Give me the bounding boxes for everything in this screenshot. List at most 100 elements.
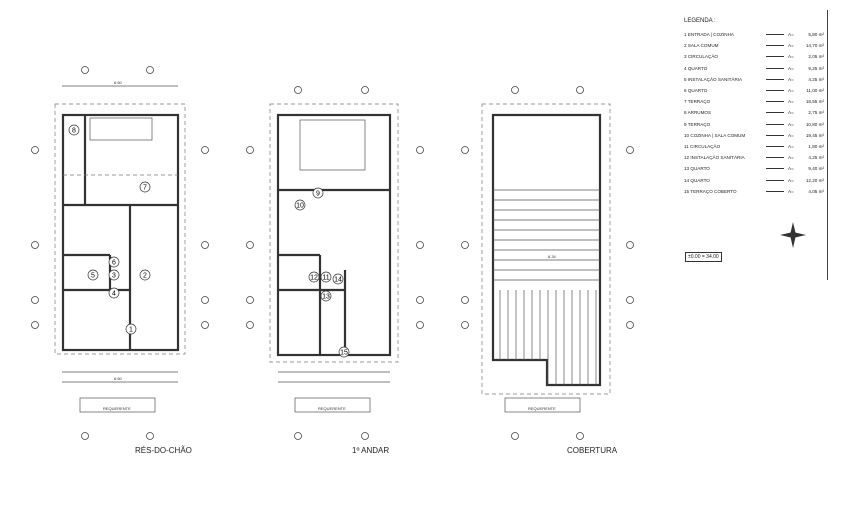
section-marker-icon: [626, 146, 634, 154]
legend-item-label: 8 ARRUMOS: [684, 110, 712, 116]
area-prefix: A=: [788, 177, 794, 183]
roof-width-dim: 6.34: [548, 254, 557, 259]
ground-requerente: REQUERENTE: [103, 406, 131, 411]
room-number: 15: [340, 350, 348, 357]
section-marker-icon: [246, 241, 254, 249]
section-marker-icon: [511, 86, 519, 94]
legend-item-area: 9,25 m²: [808, 65, 824, 71]
section-marker-icon: [246, 296, 254, 304]
legend-item-label: 9 TERRAÇO: [684, 121, 711, 127]
leader-line: [766, 157, 784, 159]
legend-item-area: 10,80 m²: [805, 121, 824, 127]
room-number-circle: [68, 124, 80, 136]
room-number: 6: [112, 260, 116, 267]
room-number: 5: [91, 273, 95, 280]
section-marker-icon: [31, 296, 39, 304]
leader-line: [766, 78, 784, 80]
room-number: 7: [143, 185, 147, 192]
section-marker-icon: [201, 321, 209, 329]
leader-line: [766, 56, 784, 58]
leader-line: [766, 145, 784, 147]
room-number: 3: [112, 273, 116, 280]
room-number: 2: [143, 273, 147, 280]
section-marker-icon: [201, 146, 209, 154]
room-number: 8: [72, 128, 76, 135]
section-marker-icon: [81, 66, 89, 74]
legend-item-label: 7 TERRAÇO: [684, 99, 711, 105]
area-prefix: A=: [788, 110, 794, 116]
roof-requerente: REQUERENTE: [528, 406, 556, 411]
legend-item-label: 5 INSTALAÇÃO SANITÁRIA: [684, 76, 743, 82]
section-marker-icon: [201, 296, 209, 304]
legend-title: LEGENDA :: [684, 18, 716, 24]
area-prefix: A=: [788, 43, 794, 49]
section-marker-icon: [576, 432, 584, 440]
room-number-circle: [139, 181, 151, 193]
legend-item-label: 2 SALA COMUM: [684, 43, 719, 49]
room-number: 1: [129, 327, 133, 334]
legend-item-label: 1 ENTRADA | COZINHA: [684, 32, 734, 38]
section-marker-icon: [294, 86, 302, 94]
legend-item-area: 9,40 m²: [808, 166, 824, 172]
section-marker-icon: [416, 146, 424, 154]
section-marker-icon: [416, 241, 424, 249]
leader-line: [766, 45, 784, 47]
leader-line: [766, 90, 784, 92]
room-number: 10: [296, 203, 304, 210]
section-marker-icon: [626, 321, 634, 329]
area-prefix: A=: [788, 143, 794, 149]
scale-note: ±0.00 = 34.00: [685, 252, 722, 262]
section-marker-icon: [576, 86, 584, 94]
section-marker-icon: [461, 321, 469, 329]
legend-item: 13 QUARTO A= 9,40 m²: [684, 163, 824, 174]
area-prefix: A=: [788, 88, 794, 94]
room-number: 12: [310, 275, 318, 282]
legend-item-label: 12 INSTALAÇÃO SANITÁRIA: [684, 155, 745, 161]
leader-line: [766, 123, 784, 125]
room-number-circle: [312, 187, 324, 199]
section-marker-icon: [361, 86, 369, 94]
section-marker-icon: [246, 146, 254, 154]
room-number-circle: [108, 269, 120, 281]
area-prefix: A=: [788, 155, 794, 161]
section-marker-icon: [31, 241, 39, 249]
section-marker-icon: [461, 241, 469, 249]
section-marker-icon: [511, 432, 519, 440]
area-prefix: A=: [788, 99, 794, 105]
ground-floor-title: RÉS-DO-CHÃO: [135, 446, 192, 455]
area-prefix: A=: [788, 166, 794, 172]
room-number: 4: [112, 291, 116, 298]
legend-item-area: 4,25 m²: [808, 155, 824, 161]
room-number-circle: [139, 269, 151, 281]
room-number-circle: [338, 346, 350, 358]
section-marker-icon: [461, 146, 469, 154]
roof-plan-title: COBERTURA: [567, 446, 618, 455]
section-marker-icon: [416, 296, 424, 304]
legend-item-area: 4,05 m²: [808, 188, 824, 194]
section-marker-icon: [361, 432, 369, 440]
legend-item-area: 11,00 m²: [806, 88, 824, 94]
room-number-circle: [332, 273, 344, 285]
area-prefix: A=: [788, 132, 794, 138]
room-number-circle: [108, 256, 120, 268]
room-number-circle: [125, 323, 137, 335]
section-marker-icon: [81, 432, 89, 440]
ground-bottom-dim: 6.60: [114, 376, 123, 381]
section-marker-icon: [146, 66, 154, 74]
section-marker-icon: [294, 432, 302, 440]
legend-item-label: 13 QUARTO: [684, 166, 710, 172]
first-floor-title: 1º ANDAR: [352, 446, 389, 455]
